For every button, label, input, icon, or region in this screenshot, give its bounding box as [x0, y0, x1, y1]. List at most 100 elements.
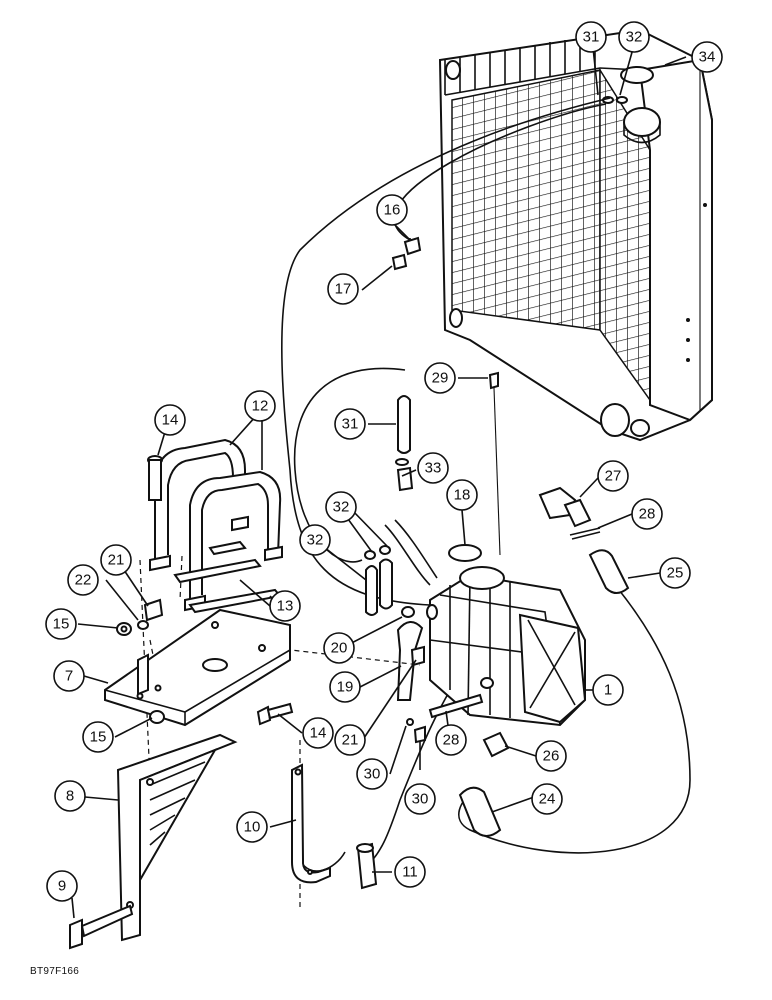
callout-17: 17	[327, 273, 359, 305]
sender	[538, 486, 592, 528]
svg-text:33: 33	[425, 460, 442, 477]
callout-20: 20	[323, 632, 355, 664]
hose-sleeve-bottom	[458, 786, 502, 837]
svg-text:7: 7	[65, 668, 73, 685]
svg-text:16: 16	[384, 202, 401, 219]
svg-text:15: 15	[90, 729, 107, 746]
svg-text:8: 8	[66, 788, 74, 805]
hose-sleeve-top	[588, 549, 630, 594]
svg-text:17: 17	[335, 281, 352, 298]
mounting-plate	[104, 608, 291, 727]
svg-text:10: 10	[244, 819, 261, 836]
fitting-33	[396, 466, 414, 492]
callout-14-top: 14	[154, 404, 186, 436]
callout-9: 9	[46, 870, 78, 902]
callout-33: 33	[417, 452, 449, 484]
callout-19: 19	[329, 671, 361, 703]
overflow-lines	[281, 97, 691, 872]
callout-32-b: 32	[325, 491, 357, 523]
callout-29: 30	[356, 758, 388, 790]
callout-12: 12	[244, 390, 276, 422]
callout-27: 28	[435, 724, 467, 756]
callout-31-b: 32	[299, 524, 331, 556]
drawing-code: BT97F166	[30, 966, 80, 977]
svg-text:31: 31	[583, 29, 600, 46]
fitting-16	[403, 236, 422, 256]
svg-text:11: 11	[402, 864, 418, 881]
callout-11: 11	[394, 856, 426, 888]
callout-30: 31	[334, 408, 366, 440]
bolt-11	[356, 842, 378, 890]
svg-text:14: 14	[162, 412, 179, 429]
callout-1: 1	[592, 674, 624, 706]
svg-text:9: 9	[58, 878, 66, 895]
svg-text:30: 30	[412, 791, 429, 808]
callout-14-side: 14	[302, 717, 334, 749]
clamp-20	[401, 606, 415, 618]
callout-8: 8	[54, 780, 86, 812]
fitting-17	[391, 253, 408, 271]
callout-32: 32	[618, 21, 650, 53]
callout-13: 13	[269, 590, 301, 622]
svg-text:30: 30	[364, 766, 381, 783]
straps	[149, 438, 283, 614]
callout-26: 28	[631, 498, 663, 530]
callout-7: 7	[53, 660, 85, 692]
nut-15-bottom	[149, 710, 165, 724]
callout-23-bottom: 24	[531, 783, 563, 815]
bolt-9	[69, 904, 134, 950]
svg-text:15: 15	[53, 616, 70, 633]
svg-text:28: 28	[443, 732, 460, 749]
bolt-14-side	[256, 702, 294, 726]
callout-21-tank: 21	[334, 724, 366, 756]
callout-31: 31	[575, 21, 607, 53]
radiator-cap	[620, 66, 661, 144]
tube-30	[397, 395, 411, 454]
callout-34: 34	[691, 41, 723, 73]
svg-text:28: 28	[639, 506, 656, 523]
svg-text:21: 21	[108, 552, 125, 569]
tube-31	[365, 565, 378, 616]
svg-text:27: 27	[605, 468, 622, 485]
valve-28-bottom	[413, 725, 426, 744]
callout-10: 10	[236, 811, 268, 843]
svg-text:29: 29	[432, 370, 449, 387]
svg-text:19: 19	[337, 679, 354, 696]
callout-25: 27	[597, 460, 629, 492]
callout-28-bottom: 30	[404, 783, 436, 815]
washer-22	[137, 620, 149, 630]
callout-18: 18	[446, 479, 478, 511]
callout-16: 16	[376, 194, 408, 226]
nut-15-top	[116, 622, 132, 636]
svg-text:34: 34	[699, 49, 716, 66]
svg-text:32: 32	[626, 29, 643, 46]
svg-text:22: 22	[75, 572, 92, 589]
svg-text:14: 14	[310, 725, 327, 742]
svg-text:32: 32	[307, 532, 324, 549]
svg-text:24: 24	[539, 791, 556, 808]
clamp-21	[143, 598, 164, 622]
svg-text:18: 18	[454, 487, 471, 504]
valve-28-top	[488, 371, 501, 556]
clip	[291, 763, 331, 884]
svg-text:32: 32	[333, 499, 350, 516]
svg-text:21: 21	[342, 732, 359, 749]
tube-32	[364, 458, 409, 610]
callout-15-top: 15	[45, 608, 77, 640]
svg-text:1: 1	[604, 682, 612, 699]
callout-23-top: 25	[659, 557, 691, 589]
callouts: 31 32 34 16 17 29 31 33 32 32 18 27 28 2…	[45, 21, 723, 902]
svg-text:12: 12	[252, 398, 269, 415]
svg-text:26: 26	[543, 748, 560, 765]
svg-text:13: 13	[277, 598, 294, 615]
callout-24: 26	[535, 740, 567, 772]
svg-text:25: 25	[667, 565, 684, 582]
callout-22: 22	[67, 564, 99, 596]
spring	[569, 527, 601, 540]
callout-21: 21	[100, 544, 132, 576]
tank-cap	[448, 544, 482, 562]
callout-28-top: 29	[424, 362, 456, 394]
expansion-tank	[426, 566, 587, 727]
svg-text:20: 20	[331, 640, 348, 657]
